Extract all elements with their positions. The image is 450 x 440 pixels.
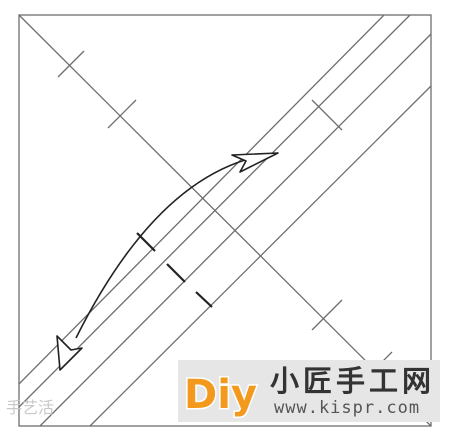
fold-arrow-head-bottom xyxy=(56,335,83,371)
diagonal-tick-2 xyxy=(107,99,137,129)
fold-dash-2 xyxy=(166,263,186,283)
diagonal-tick-3 xyxy=(311,299,343,331)
fold-arrow-head-top xyxy=(231,152,279,173)
diagonal-tick-1 xyxy=(57,50,85,78)
corner-watermark: 手艺活 xyxy=(6,398,55,417)
pleat-tick-upper xyxy=(311,99,343,131)
pleat-line-3 xyxy=(39,33,432,427)
diy-logo-text: Diy xyxy=(184,372,257,418)
fold-arrow-curve xyxy=(75,159,246,339)
diy-logo: Diy xyxy=(183,371,259,420)
fold-dash-1 xyxy=(136,232,156,252)
site-title: 小匠手工网 xyxy=(270,364,436,398)
pleat-line-1 xyxy=(18,14,385,385)
site-url: www.kispr.com xyxy=(274,398,421,418)
site-banner: Diy 小匠手工网 www.kispr.com xyxy=(178,360,440,422)
pleat-line-4 xyxy=(89,85,432,427)
fold-dash-3 xyxy=(195,291,213,308)
paper-square xyxy=(18,14,432,427)
pleat-line-2 xyxy=(18,14,411,408)
diagonal-crease xyxy=(18,14,432,427)
